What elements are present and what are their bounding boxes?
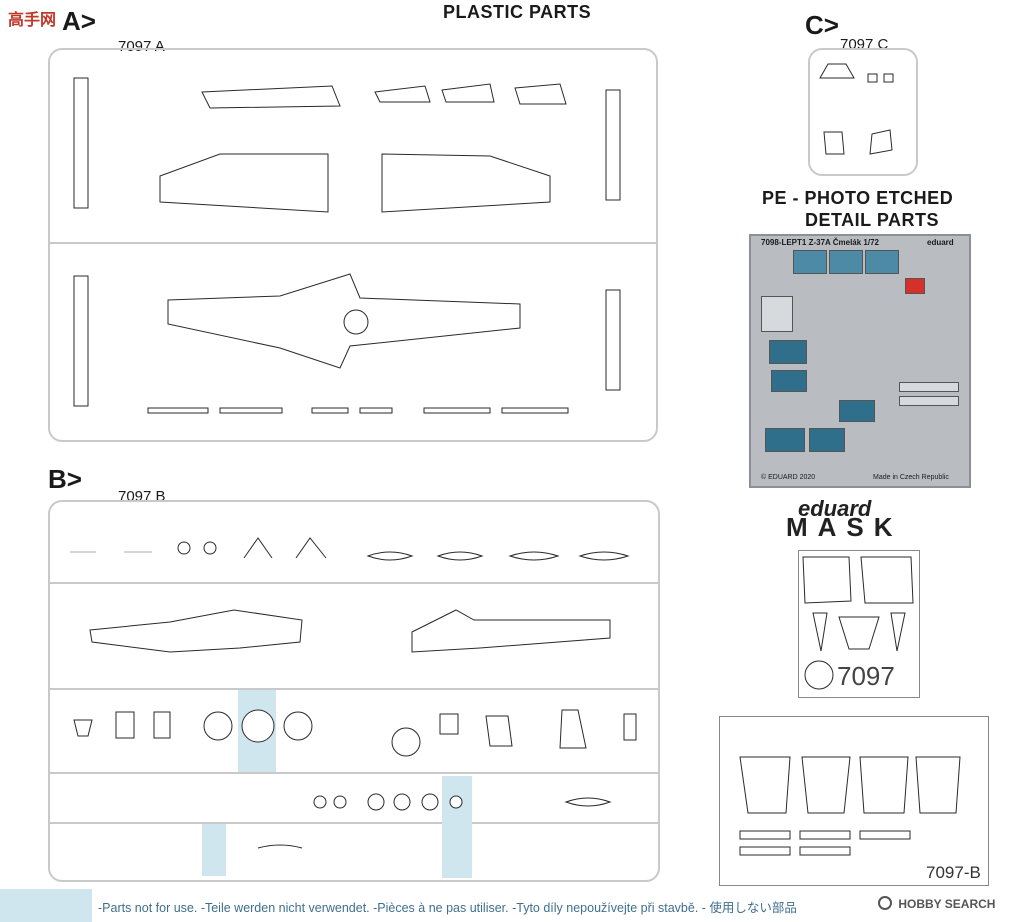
mask-label: MASK [786, 512, 903, 542]
pe-instrument-panel [829, 250, 863, 274]
mask-sheet: 7097 [798, 550, 920, 698]
unused-parts-highlight [202, 824, 226, 876]
sprue-a-runner [50, 242, 656, 244]
pe-instrument-panel [793, 250, 827, 274]
pe-sheet-b-drawing [739, 756, 961, 856]
pe-fret-origin: Made in Czech Republic [873, 474, 949, 481]
sprue-c-parts-drawing [819, 63, 894, 155]
sprue-a-code: 7097 A [118, 38, 165, 55]
sprue-c-frame [808, 48, 918, 176]
pe-detail-strip [899, 396, 959, 406]
pe-fret: 7098-LEPT1 Z-37A Čmelák 1/72 eduard © ED… [749, 234, 971, 488]
sprue-a-frame [48, 48, 658, 442]
hobby-search-logo-icon [878, 896, 892, 910]
pe-sheet-b: 7097-B [719, 716, 989, 886]
pe-instrument-panel [771, 370, 807, 392]
pe-instrument-panel [809, 428, 845, 452]
sprue-b-runner [50, 582, 658, 584]
unused-parts-legend: -Parts not for use. -Teile werden nicht … [98, 901, 797, 915]
site-logo: 高手网 [8, 6, 56, 30]
unused-parts-swatch [0, 889, 92, 922]
sprue-b-frame [48, 500, 660, 882]
sprue-b-runner [50, 772, 658, 774]
site-logo-text: 高手网 [8, 12, 57, 29]
sprue-c-letter: C> [805, 10, 839, 40]
sprue-a-parts-drawing [73, 77, 621, 414]
pe-detail-strip [761, 296, 793, 332]
pe-heading-line1: PE - PHOTO ETCHED [762, 188, 954, 208]
pe-heading-line2: DETAIL PARTS [805, 210, 940, 230]
page-title: PLASTIC PARTS [443, 2, 592, 22]
sprue-b-runner [50, 688, 658, 690]
unused-parts-highlight [442, 776, 472, 878]
pe-instrument-panel [865, 250, 899, 274]
sprue-b-parts-drawing [70, 537, 637, 849]
sprue-b-runner [50, 822, 658, 824]
mask-brand: eduard [798, 496, 872, 521]
sprue-b-letter: B> [48, 464, 82, 494]
pe-detail-strip [899, 382, 959, 392]
pe-instrument-panel [769, 340, 807, 364]
pe-seatbelt-part [905, 278, 925, 294]
pe-fret-copyright: © EDUARD 2020 [761, 474, 816, 481]
mask-number: 7097 [837, 661, 895, 691]
hobby-search-watermark: HOBBY SEARCH [878, 896, 995, 911]
pe-instrument-panel [839, 400, 875, 422]
pe-sheet-b-code: 7097-B [926, 863, 981, 882]
mask-drawing [802, 556, 914, 690]
pe-fret-title: 7098-LEPT1 Z-37A Čmelák 1/72 [761, 238, 879, 247]
sprue-a-letter: A> [62, 6, 96, 36]
pe-instrument-panel [765, 428, 805, 452]
pe-fret-brand: eduard [927, 238, 954, 247]
hobby-search-text: HOBBY SEARCH [898, 897, 996, 911]
